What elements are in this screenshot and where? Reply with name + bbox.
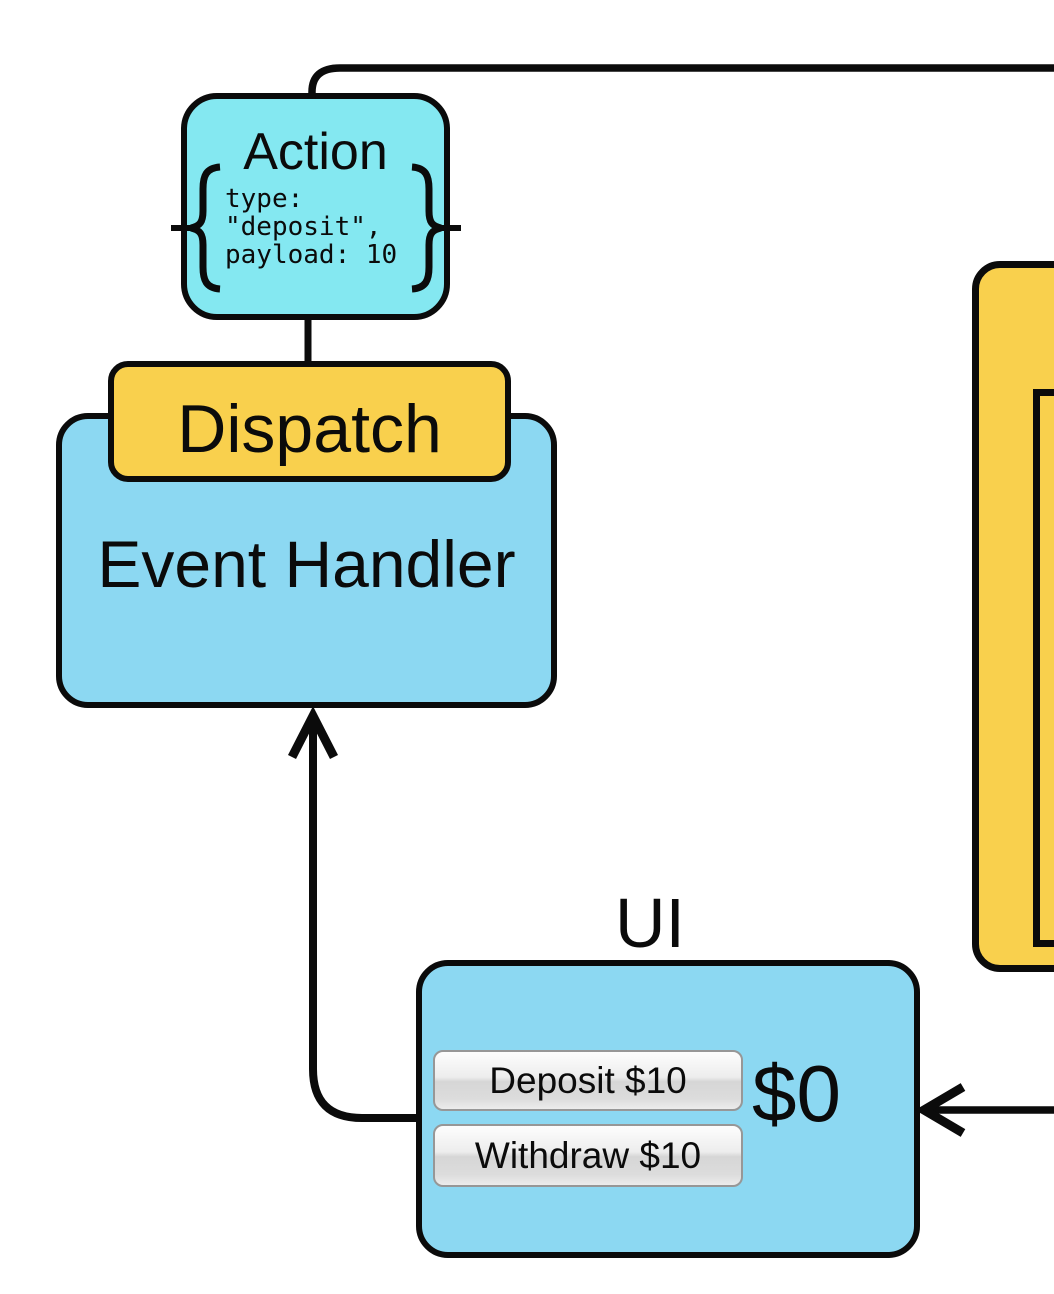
ui-node: Deposit $10 Withdraw $10 $0	[416, 960, 920, 1258]
ui-to-event-handler-connector	[309, 717, 418, 1122]
ui-title: UI	[615, 884, 685, 962]
store-node	[972, 261, 1054, 972]
store-inner-box	[1033, 389, 1054, 947]
code-line-payload: payload: 10	[225, 240, 398, 270]
balance-text: $0	[752, 1049, 841, 1138]
dispatch-node: Dispatch	[108, 361, 511, 482]
action-title: Action	[243, 123, 388, 181]
code-line-type: type:	[225, 184, 304, 214]
dispatch-label: Dispatch	[177, 391, 442, 467]
withdraw-button[interactable]: Withdraw $10	[433, 1124, 743, 1187]
action-node: Action type: "deposit", payload: 10	[181, 93, 450, 320]
arrow-up-icon	[287, 706, 339, 760]
arrow-left-icon	[915, 1083, 966, 1137]
event-handler-label: Event Handler	[97, 527, 516, 601]
code-line-deposit: "deposit",	[225, 212, 382, 242]
deposit-button[interactable]: Deposit $10	[433, 1050, 743, 1111]
action-payload-code: type: "deposit", payload: 10	[225, 185, 397, 269]
